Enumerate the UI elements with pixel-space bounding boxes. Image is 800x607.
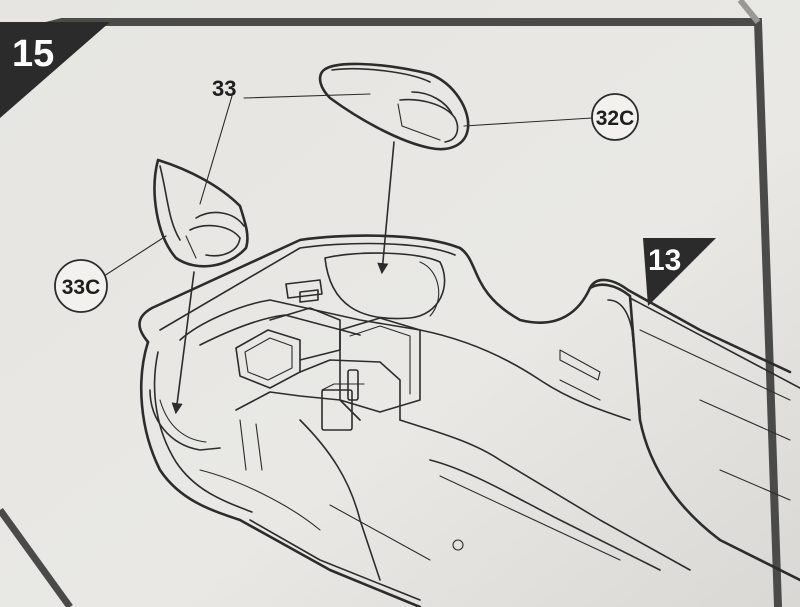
callout-32c-circle <box>591 93 639 141</box>
step-number: 15 <box>12 33 54 75</box>
leader-lines <box>103 93 593 277</box>
step-badge <box>0 22 110 118</box>
reference-step-number: 13 <box>648 244 681 277</box>
callout-33c: 33C <box>54 259 108 313</box>
arrow-33c-to-well <box>171 271 195 415</box>
part-33-label: 33 <box>212 76 236 101</box>
part-32c-shape <box>318 62 470 151</box>
car-body <box>138 234 800 607</box>
part-32c-label: 32C <box>596 107 635 130</box>
callout-33c-circle <box>54 259 108 313</box>
callout-33: 33 <box>212 76 236 101</box>
callout-32c: 32C <box>591 93 639 141</box>
arrow-32c-to-tub <box>377 141 395 275</box>
part-33c-shape <box>153 158 249 268</box>
part-33c-label: 33C <box>62 276 101 299</box>
reference-step-badge <box>643 238 716 306</box>
assembly-arrows <box>171 141 395 415</box>
